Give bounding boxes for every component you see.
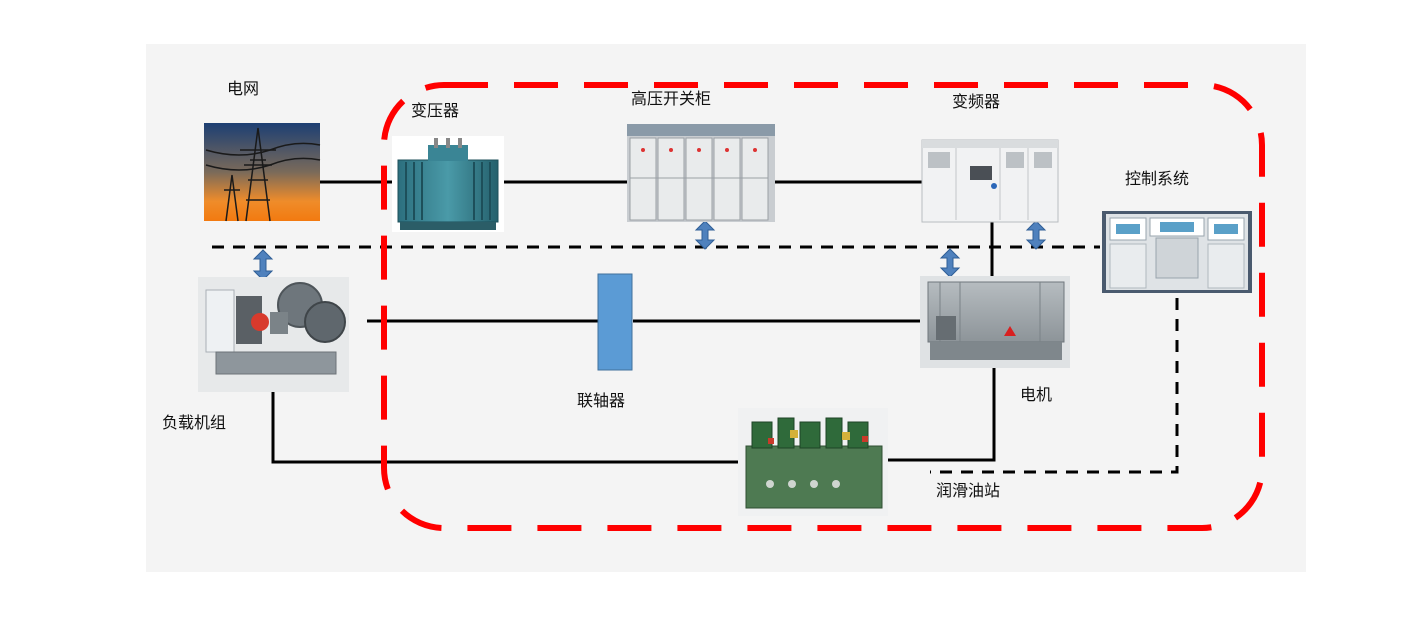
- power-lines: [271, 180, 996, 464]
- label-coupling: 联轴器: [577, 391, 626, 410]
- control-lines: [212, 245, 1179, 474]
- label-load-unit: 负载机组: [162, 413, 227, 432]
- coupling-block: [597, 273, 633, 371]
- signal-arrows: [252, 220, 1047, 281]
- lube-station-icon: [738, 408, 888, 516]
- label-transformer: 变压器: [411, 101, 460, 120]
- label-hv-switchgear: 高压开关柜: [631, 89, 712, 108]
- arrow-load-control: [252, 249, 274, 281]
- label-grid: 电网: [227, 79, 260, 98]
- arrow-vfd-control: [1025, 220, 1047, 250]
- label-motor: 电机: [1020, 385, 1053, 404]
- arrow-switchgear-control: [694, 220, 716, 250]
- arrow-motor-control: [939, 248, 961, 278]
- power-tower-icon: [204, 123, 321, 222]
- line-lube-right: [888, 368, 996, 462]
- vfd-cabinet-icon: [921, 139, 1059, 223]
- label-lube-station: 润滑油站: [936, 481, 1001, 500]
- system-boundary: [381, 82, 1265, 531]
- dashed-control-lube: [930, 298, 1179, 474]
- label-vfd: 变频器: [952, 92, 1001, 111]
- motor-icon: [920, 276, 1070, 368]
- switchgear-icon: [627, 124, 775, 222]
- label-control-system: 控制系统: [1125, 169, 1190, 188]
- load-machine-icon: [198, 277, 349, 392]
- transformer-icon: [392, 136, 504, 232]
- control-console-icon: [1102, 211, 1252, 293]
- line-lube-left: [271, 392, 738, 464]
